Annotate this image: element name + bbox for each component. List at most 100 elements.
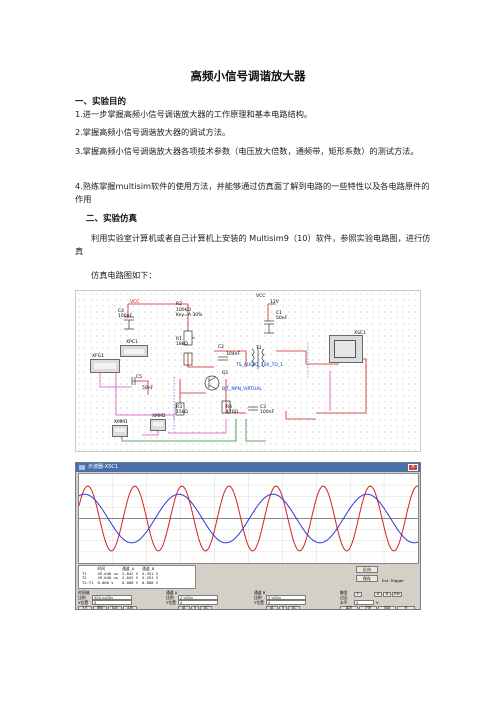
yt-button[interactable]: Y/T (78, 606, 92, 609)
label-c5-value: 50nF (142, 386, 154, 391)
objective-1: 1.进一步掌握高频小信号调谐放大器的工作原理和基本电路结构。 (75, 109, 313, 119)
readout-header-cha: 通道_A (122, 566, 135, 571)
trigger-edge-f-button[interactable]: F (354, 592, 362, 597)
readout-cell: 4.351 V (142, 575, 159, 581)
oscilloscope-control-panel: 时间 通道_A 通道_B T1 49.040 us 2.842 V 4.351 … (78, 565, 419, 609)
objective-2: 2.掌握高频小信号调谐放大器的调试方法。 (75, 127, 231, 137)
channel-a-scale-label: 比例 (166, 595, 174, 600)
channel-b-ypos-field[interactable]: 0 (266, 600, 306, 605)
readout-header-time: 时间 (97, 566, 106, 571)
label-c2: C2 (218, 345, 225, 350)
label-t1: T1 (256, 346, 262, 351)
label-c4: C4 (118, 309, 125, 314)
label-r2-value: 100kΩ (176, 308, 191, 313)
readout-row-label: T2 (82, 575, 87, 581)
label-r2: R2 (176, 302, 182, 307)
level-field[interactable]: 0 (354, 600, 374, 605)
label-vcc-left: VCC (130, 300, 140, 305)
oscilloscope-titlebar[interactable]: 示波器-XSC1 × (76, 463, 420, 472)
waveform-plot (78, 474, 419, 563)
oscilloscope-instrument[interactable] (329, 335, 363, 363)
channel-b-dc-button[interactable]: DC (288, 606, 300, 609)
label-vcc-right: VCC (256, 294, 266, 299)
label-q1: Q1 (222, 371, 229, 376)
normal-button[interactable]: 正常 (359, 606, 377, 609)
channel-b-ac-button[interactable]: AC (266, 606, 278, 609)
channel-a-scale-field[interactable]: 2 V/Div (178, 595, 218, 600)
channel-b-scale-field[interactable]: 5 V/Div (266, 595, 306, 600)
save-button[interactable]: 保存 (356, 575, 378, 582)
timebase-label: 时间轴 (78, 590, 90, 595)
multimeter-1[interactable] (112, 425, 128, 437)
channel-a-zero-button[interactable]: 0 (191, 606, 199, 609)
label-t1-model: TS_AUDIO_100_TO_1 (236, 363, 284, 368)
section-heading-objectives: 一、实验目的 (75, 97, 127, 107)
label-xsc1: XSC1 (354, 331, 366, 336)
oscilloscope-screen (78, 473, 419, 564)
label-xmm1: XMM1 (114, 420, 128, 425)
none-button[interactable]: 无 (397, 606, 415, 609)
objective-3: 3.掌握高频小信号调谐放大器各项技术参数（电压放大倍数，通频带，矩形系数）的测试… (75, 146, 419, 156)
edge-label: 边沿 (340, 595, 348, 600)
channel-a-trace (78, 485, 419, 552)
readout-header-chb: 通道_B (142, 566, 155, 571)
channel-a-ypos-field[interactable]: 0 (178, 600, 218, 605)
function-generator[interactable] (90, 359, 120, 373)
simulation-paragraph: 利用实验室计算机或者自己计算机上安装的 Multisim9（10）软件，参照实验… (75, 233, 431, 256)
circuit-wires (99, 303, 367, 442)
circuit-caption: 仿真电路图如下： (91, 270, 157, 280)
frequency-counter[interactable] (120, 345, 148, 357)
ext-trigger-label: Ext. Trigger (382, 578, 404, 583)
channel-a-ypos-label: Y位置 (166, 600, 176, 605)
label-xpc1: XPC1 (126, 340, 138, 345)
label-c3-value: 100nF (260, 410, 275, 415)
readout-cell: 49.040 us (97, 575, 119, 581)
circuit-schematic: VCC VCC 12V C4 100nF C1 50nF R2 100kΩ Ke… (75, 290, 421, 452)
trigger-a-button[interactable]: A (374, 592, 382, 597)
multimeter-2[interactable] (150, 419, 166, 431)
readout-cell: 0.000 s (97, 579, 114, 585)
readout-cell: 0.000 V (142, 579, 159, 585)
label-c2-value: 104nF (226, 352, 241, 357)
ba-button[interactable]: B/A (108, 606, 122, 609)
trigger-b-button[interactable]: B (383, 592, 391, 597)
channel-b-label: 通道 B (254, 590, 266, 595)
label-xmm2: XMM2 (152, 414, 166, 419)
reverse-button[interactable]: 反向 (356, 566, 378, 573)
label-r4-value: 470Ω (226, 410, 239, 415)
readout-row-label: T2-T1 (82, 579, 94, 585)
channel-b-ypos-label: Y位置 (254, 600, 264, 605)
channel-a-ac-button[interactable]: AC (178, 606, 190, 609)
label-r1: R1 (176, 337, 182, 342)
channel-a-label: 通道 A (166, 590, 178, 595)
oscilloscope-icon (79, 465, 85, 470)
readout-cell: 2.842 V (122, 570, 139, 576)
objective-4: 4.熟练掌握multisim软件的使用方法，并能够通过仿真面了解到电路的一些特性… (75, 181, 430, 204)
channel-a-dc-button[interactable]: DC (200, 606, 212, 609)
oscilloscope-title: 示波器-XSC1 (88, 464, 119, 470)
label-q1-model: BJT_NPN_VIRTUAL (222, 387, 262, 392)
readout-cell: 49.040 us (97, 570, 119, 576)
readout-cell: 2.842 V (122, 575, 139, 581)
trigger-ext-button[interactable]: Ext (392, 592, 402, 597)
section-heading-simulation: 二、实验仿真 (86, 214, 138, 224)
channel-b-zero-button[interactable]: 0 (279, 606, 287, 609)
timebase-scale-field[interactable]: 500 ns/Div (92, 595, 132, 600)
auto-button[interactable]: 自动 (378, 606, 396, 609)
label-r4: R4 (226, 405, 232, 410)
readout-row-label: T1 (82, 570, 87, 576)
label-c5: C5 (136, 375, 143, 380)
close-icon[interactable]: × (408, 464, 418, 471)
channel-b-trace (78, 493, 419, 544)
add-button[interactable]: 添加 (93, 606, 107, 609)
label-c3: C3 (260, 405, 267, 410)
single-button[interactable]: 单次 (340, 606, 358, 609)
ab-button[interactable]: A/B (123, 606, 137, 609)
label-r3: R3 (176, 405, 182, 410)
cursor-readout: 时间 通道_A 通道_B T1 49.040 us 2.842 V 4.351 … (78, 565, 196, 589)
readout-cell: 0.000 V (122, 579, 139, 585)
x-position-field[interactable]: 0 (92, 600, 132, 605)
timebase-scale-label: 比例 (78, 595, 86, 600)
label-r3-value: 15kΩ (176, 410, 188, 415)
